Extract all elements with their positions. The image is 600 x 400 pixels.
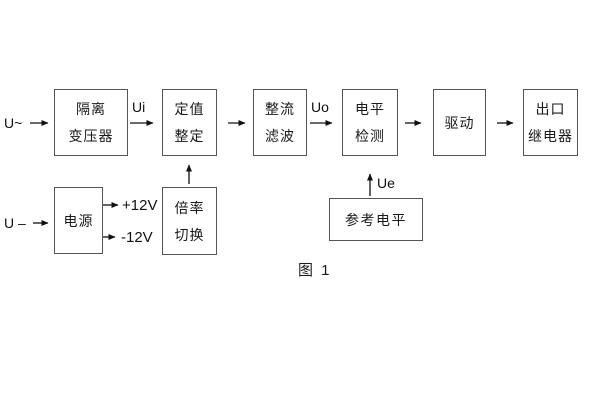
block-label-line: 检测 (355, 128, 385, 144)
block-rectify-filter: 整流 滤波 (253, 89, 307, 156)
block-label-line: 电源 (63, 212, 94, 229)
signal-label-ue: Ue (377, 175, 395, 191)
block-setting-adjust: 定值 整定 (162, 89, 217, 156)
block-label-line: 滤波 (265, 128, 295, 144)
block-ratio-switch: 倍率 切换 (162, 187, 217, 255)
signal-label-u-ac: U~ (4, 115, 23, 131)
block-label-line: 继电器 (528, 128, 573, 144)
figure-caption: 图 1 (298, 262, 332, 279)
block-label-line: 变压器 (68, 128, 114, 144)
block-label-line: 切换 (174, 226, 205, 243)
block-isolation-transformer: 隔离 变压器 (54, 89, 128, 156)
block-label-line: 倍率 (174, 199, 205, 216)
block-label-line: 电平 (355, 101, 385, 117)
signal-label-uo: Uo (311, 99, 329, 115)
block-driver: 驱动 (433, 89, 486, 156)
block-label-line: 出口 (535, 101, 566, 117)
block-label-line: 参考电平 (345, 211, 407, 228)
block-label-line: 整流 (265, 101, 295, 117)
block-label-line: 定值 (174, 101, 205, 117)
block-level-detect: 电平 检测 (342, 89, 398, 156)
signal-label-plus12v: +12V (122, 197, 158, 214)
signal-label-u-dc: U – (4, 215, 26, 231)
block-label-line: 隔离 (76, 101, 106, 117)
block-reference-level: 参考电平 (329, 198, 423, 241)
block-label-line: 驱动 (444, 114, 475, 131)
block-output-relay: 出口 继电器 (523, 89, 578, 156)
signal-label-minus12v: -12V (121, 229, 153, 246)
block-power-supply: 电源 (54, 187, 103, 254)
signal-label-ui: Ui (132, 99, 146, 115)
block-label-line: 整定 (174, 128, 205, 144)
